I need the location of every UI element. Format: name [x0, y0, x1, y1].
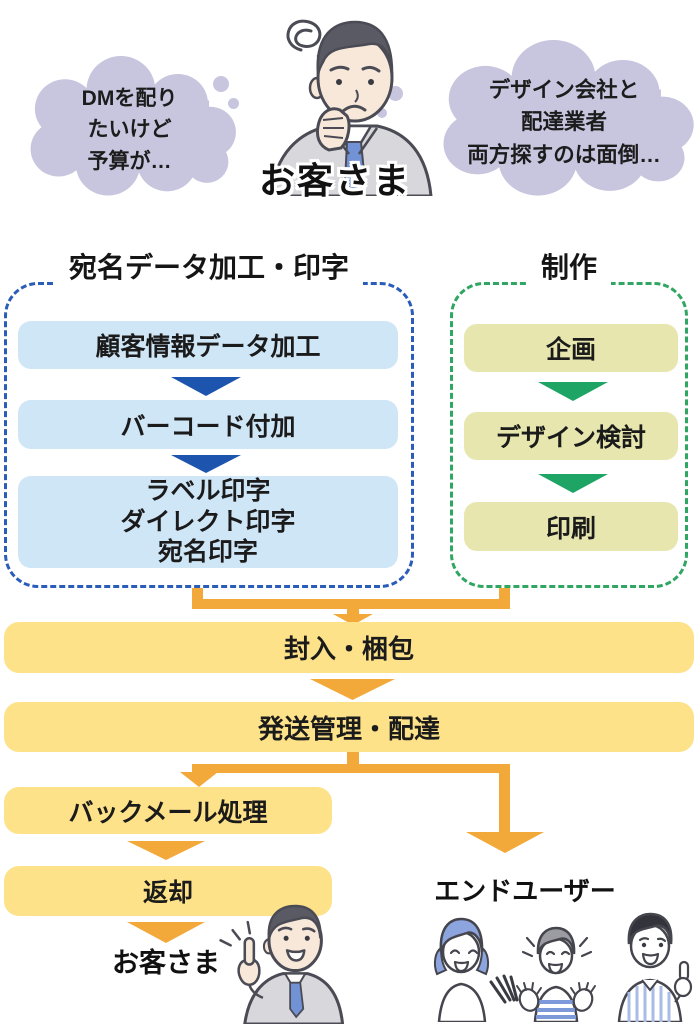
step-shipping-management-delivery: 発送管理・配達: [4, 702, 694, 752]
thought-bubble-right-text: デザイン会社と 配達業者 両方探すのは面倒…: [433, 40, 695, 205]
step-backmail-processing: バックメール処理: [4, 787, 332, 834]
step-label: 発送管理・配達: [257, 713, 440, 744]
step-label-line: 宛名印字: [157, 538, 258, 567]
arrow-down-icon: [333, 614, 373, 625]
clapping-hands-icon: [489, 974, 519, 1004]
split-connector-right-line: [499, 764, 510, 834]
step-printing: 印刷: [464, 502, 678, 551]
bubble-line: 両方探すのは面倒…: [467, 142, 661, 167]
step-label: 顧客情報データ加工: [95, 333, 321, 361]
step-label: バックメール処理: [68, 798, 268, 827]
step-label: 封入・梱包: [283, 634, 414, 664]
arrow-down-icon: [127, 922, 205, 943]
bubble-trail-dot: [228, 98, 239, 109]
end-user-label: エンドユーザー: [434, 876, 616, 906]
step-label-printing: ラベル印字 ダイレクト印字 宛名印字: [18, 476, 398, 568]
thought-bubble-left-cloud: [30, 56, 236, 196]
merge-connector-left-stub: [192, 588, 203, 609]
arrow-down-icon: [466, 832, 544, 853]
split-connector-bar: [192, 764, 510, 773]
bubble-trail-dot: [213, 76, 229, 92]
bubble-line: 配達業者: [520, 110, 607, 135]
step-label-line: ラベル印字: [145, 476, 271, 505]
confusion-scribble-icon: [286, 19, 322, 52]
step-enclosing-packing: 封入・梱包: [4, 622, 694, 673]
bubble-line: たいけど: [87, 118, 172, 142]
bubble-line: デザイン会社と: [488, 78, 640, 103]
bubble-trail-dot: [377, 108, 387, 118]
step-return: 返却: [4, 866, 332, 916]
thought-bubble-right-cloud: [443, 40, 694, 196]
customer-label-top: お客さま: [258, 160, 411, 201]
sparkle-icon: [219, 920, 252, 947]
split-connector-stem: [347, 752, 359, 766]
merge-connector-bar: [192, 599, 510, 609]
step-planning: 企画: [464, 324, 678, 372]
step-barcode-addition: バーコード付加: [18, 400, 398, 449]
step-label: 返却: [142, 879, 193, 907]
satisfied-customer-illustration: [219, 904, 344, 1024]
production-panel-title: 制作: [526, 250, 612, 286]
sparkle-icon: [521, 936, 593, 958]
step-label: 印刷: [545, 514, 596, 543]
customer-label-bottom: お客さま: [112, 948, 220, 978]
merge-connector-right-stub: [499, 588, 510, 609]
step-label: バーコード付加: [120, 412, 296, 441]
bubble-line: 予算が…: [87, 149, 172, 173]
end-users-illustration: [433, 912, 693, 1022]
step-label: 企画: [545, 336, 596, 364]
merge-connector-stem: [347, 608, 359, 615]
addressing-panel-title: 宛名データ加工・印字: [54, 250, 364, 286]
step-label: デザイン検討: [495, 424, 646, 452]
thought-bubble-left-text: DMを配り たいけど 予算が…: [22, 56, 237, 204]
arrow-down-icon: [180, 772, 218, 787]
bubble-line: DMを配り: [81, 86, 178, 110]
arrow-down-icon: [127, 841, 205, 860]
arrow-down-icon: [310, 679, 395, 700]
step-label-line: ダイレクト印字: [120, 507, 296, 536]
step-customer-data-processing: 顧客情報データ加工: [18, 321, 398, 369]
step-design-review: デザイン検討: [464, 412, 678, 460]
worried-customer-illustration: [269, 19, 433, 196]
